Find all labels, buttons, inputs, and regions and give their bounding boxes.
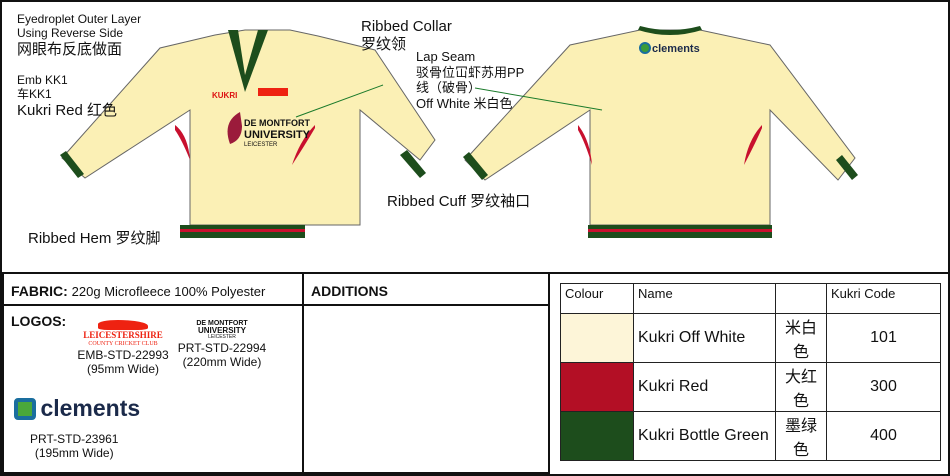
table-header: Colour Name Kukri Code	[560, 283, 941, 314]
svg-text:DE MONTFORT: DE MONTFORT	[244, 118, 310, 128]
divider	[2, 304, 304, 306]
additions-panel	[302, 274, 550, 474]
colour-swatch	[560, 313, 634, 363]
garment-illustrations: KUKRI DE MONTFORT UNIVERSITY LEICESTER c…	[60, 26, 858, 238]
kukri-logo: KUKRI	[212, 91, 237, 100]
colour-swatch	[560, 411, 634, 461]
annotation-ribbed-hem: Ribbed Hem 罗纹脚	[28, 230, 161, 247]
clements-logo-back: clements	[652, 43, 700, 55]
table-row: Kukri Bottle Green 墨绿色 400	[560, 411, 941, 461]
additions-heading: ADDITIONS	[311, 283, 388, 299]
front-view-shirt: KUKRI DE MONTFORT UNIVERSITY LEICESTER	[60, 29, 436, 238]
logos-heading: LOGOS:	[11, 313, 67, 329]
logo-item-clements: clements	[14, 395, 140, 423]
colour-swatch	[560, 362, 634, 412]
colour-table: Colour Name Kukri Code Kukri Off White 米…	[560, 283, 941, 461]
logo-item-dmu: DE MONTFORT UNIVERSITY LEICESTER PRT-STD…	[177, 320, 267, 369]
table-row: Kukri Red 大红色 300	[560, 362, 941, 412]
divider	[302, 304, 550, 306]
clements-hex-icon	[14, 397, 36, 420]
fabric-row: FABRIC: 220g Microfleece 100% Polyester	[11, 283, 266, 299]
back-view-shirt: clements	[463, 26, 858, 238]
svg-text:LEICESTER: LEICESTER	[244, 142, 278, 148]
logo-item-lccc: LEICESTERSHIRE COUNTY CRICKET CLUB EMB-S…	[75, 320, 171, 377]
garment-drawing-area	[0, 272, 950, 274]
svg-text:UNIVERSITY: UNIVERSITY	[244, 129, 311, 141]
table-row: Kukri Off White 米白色 101	[560, 313, 941, 363]
fox-icon	[98, 320, 148, 330]
annotation-ribbed-cuff: Ribbed Cuff 罗纹袖口	[387, 193, 531, 210]
logo-item-clements-info: PRT-STD-23961(195mm Wide)	[30, 432, 119, 461]
